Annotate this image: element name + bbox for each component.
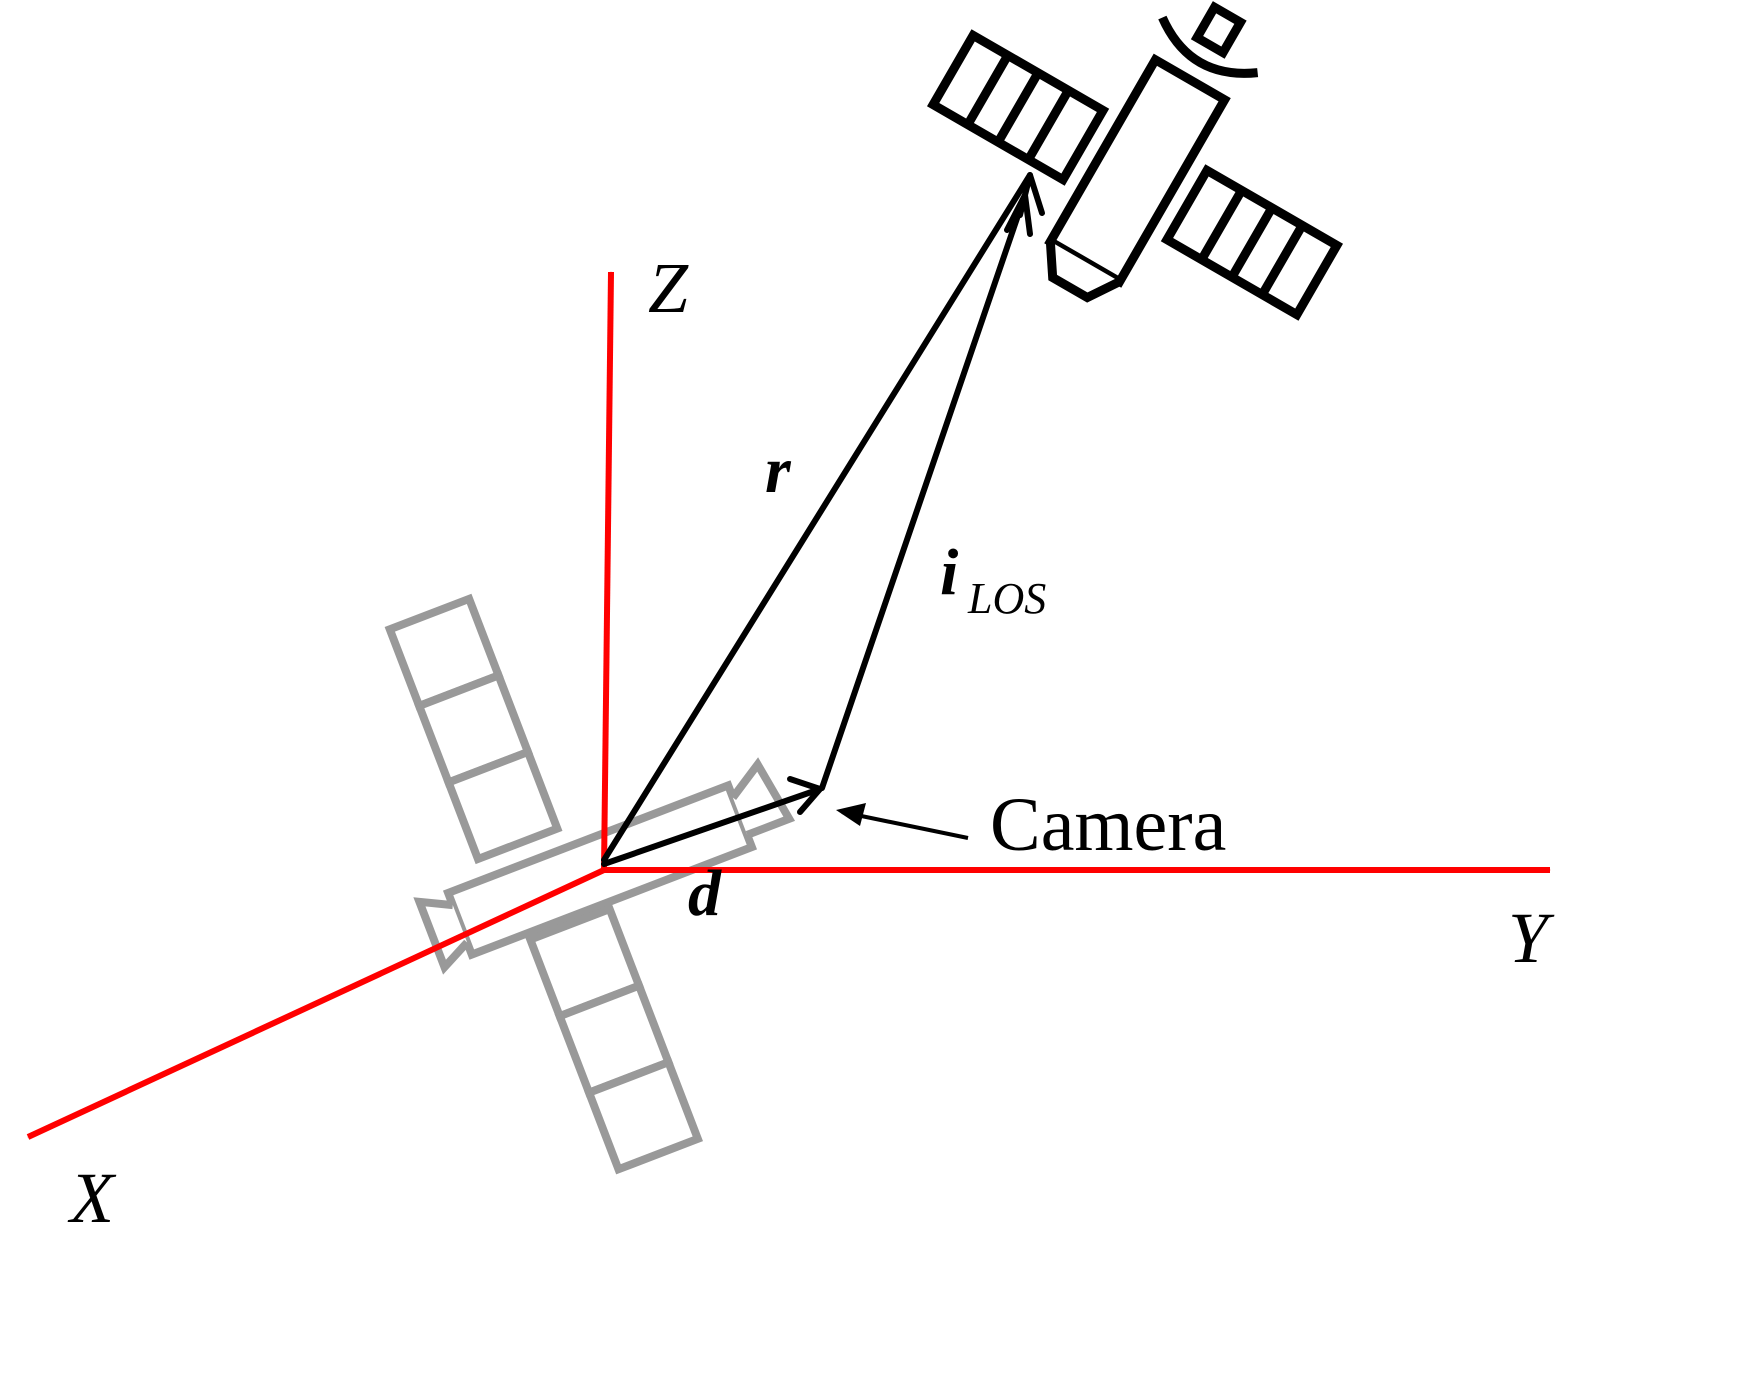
- host-panel-lower-3: [583, 1057, 703, 1175]
- y-axis-label: Y: [1508, 898, 1555, 978]
- vector-d: [601, 786, 823, 867]
- vector-r: [601, 172, 1033, 863]
- vector-i-los-label: i: [940, 536, 959, 609]
- z-axis: [601, 271, 614, 871]
- host-satellite: [384, 593, 796, 1175]
- vector-i-los-arrowhead: [1004, 192, 1033, 237]
- camera-pointer-arrow: [841, 810, 969, 840]
- target-satellite-nozzle: [1045, 241, 1122, 303]
- camera-pointer-arrowhead: [836, 803, 866, 826]
- vector-i-los: [819, 192, 1028, 791]
- vector-d-label: d: [688, 857, 722, 930]
- host-satellite-end: [413, 897, 471, 975]
- camera-label: Camera: [990, 783, 1226, 867]
- host-panel-upper-3: [443, 746, 563, 865]
- vector-i-los-subscript: LOS: [967, 574, 1046, 623]
- vector-r-label: r: [765, 434, 792, 507]
- z-axis-label: Z: [648, 248, 689, 328]
- target-satellite-antenna: [1190, 1, 1247, 59]
- target-satellite: [926, 1, 1344, 321]
- x-axis: [26, 867, 606, 1140]
- x-axis-label: X: [67, 1158, 117, 1238]
- vector-d-arrowhead: [787, 776, 823, 815]
